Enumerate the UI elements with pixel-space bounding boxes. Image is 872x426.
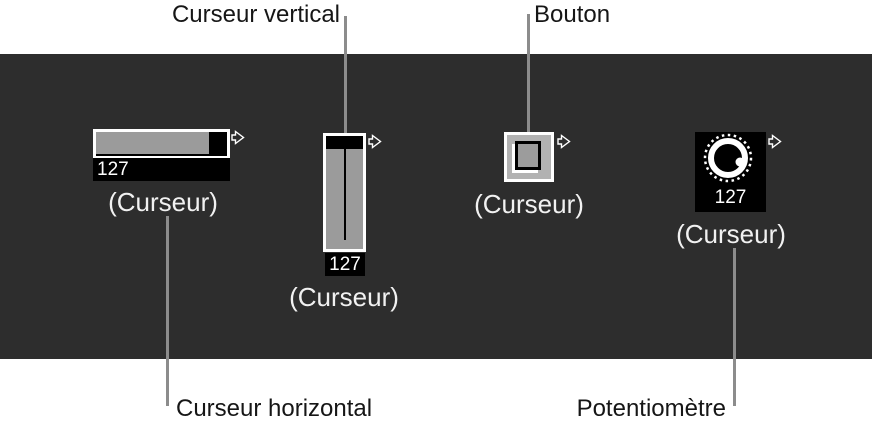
callout-line-potentiometre	[733, 248, 736, 406]
vertical-slider-centerline	[343, 149, 346, 240]
horizontal-slider-fill[interactable]	[96, 132, 209, 154]
callout-label-curseur-horizontal: Curseur horizontal	[176, 395, 373, 422]
callout-line-curseur-horizontal	[166, 216, 169, 406]
knob-value: 127	[714, 187, 747, 208]
outlet-arrow-icon[interactable]	[768, 134, 782, 149]
horizontal-slider-name-label: (Curseur)	[108, 187, 218, 217]
vertical-slider-fill[interactable]	[326, 149, 363, 249]
knob-dial-icon[interactable]	[695, 132, 766, 188]
vertical-slider[interactable]	[323, 133, 366, 252]
button-face[interactable]	[515, 141, 541, 170]
knob-name-label: (Curseur)	[676, 219, 786, 249]
outlet-arrow-icon[interactable]	[557, 134, 571, 149]
outlet-arrow-icon[interactable]	[368, 134, 382, 149]
callout-line-bouton	[527, 14, 530, 132]
callout-label-potentiometre: Potentiomètre	[576, 395, 726, 422]
vertical-slider-track-area	[326, 136, 363, 249]
horizontal-slider[interactable]	[93, 129, 230, 158]
button-name-label: (Curseur)	[474, 189, 584, 219]
callout-label-bouton: Bouton	[534, 1, 611, 28]
vertical-slider-value: 127	[325, 253, 365, 276]
vertical-slider-name-label: (Curseur)	[289, 282, 399, 312]
knob-object[interactable]: 127	[695, 132, 766, 212]
horizontal-slider-track-area	[96, 132, 227, 156]
button-object[interactable]	[504, 132, 554, 182]
horizontal-slider-value: 127	[93, 158, 230, 181]
outlet-arrow-icon[interactable]	[231, 130, 245, 145]
vertical-slider-thumb[interactable]	[326, 136, 363, 149]
horizontal-slider-thumb[interactable]	[209, 132, 227, 154]
callout-line-curseur-vertical	[344, 16, 347, 133]
callout-label-curseur-vertical: Curseur vertical	[171, 1, 340, 28]
